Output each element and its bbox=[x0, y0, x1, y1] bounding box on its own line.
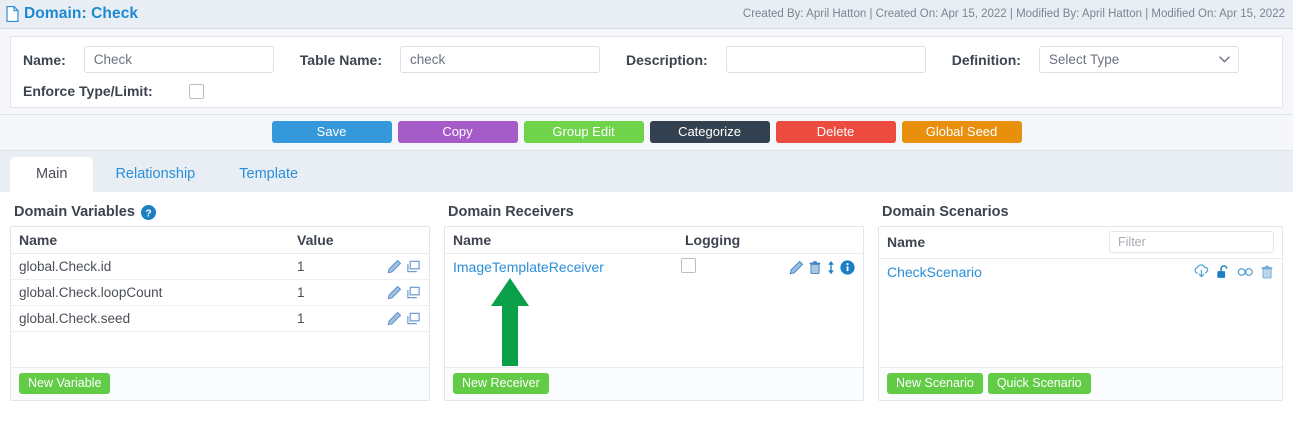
quick-scenario-button[interactable]: Quick Scenario bbox=[987, 373, 1091, 394]
name-label: Name: bbox=[23, 51, 66, 68]
tab-main[interactable]: Main bbox=[10, 157, 94, 192]
form-row-primary: Name: Table Name: Description: Definitio… bbox=[23, 46, 1270, 73]
table-row: ImageTemplateReceiver bbox=[445, 254, 863, 281]
domain-receivers-header: Name Logging bbox=[445, 227, 863, 254]
variables-col-name: Name bbox=[19, 231, 58, 248]
help-circle-icon[interactable]: ? bbox=[140, 204, 156, 220]
variable-name: global.Check.id bbox=[19, 258, 112, 274]
new-variable-button[interactable]: New Variable bbox=[19, 373, 111, 394]
domain-form-card: Name: Table Name: Description: Definitio… bbox=[10, 36, 1283, 108]
variables-col-value: Value bbox=[297, 231, 334, 248]
domain-receivers-body: ImageTemplateReceiver bbox=[445, 254, 863, 367]
domain-receivers-column: Domain Receivers Name Logging ImageTempl… bbox=[444, 201, 864, 401]
table-row: global.Check.id 1 bbox=[11, 254, 429, 280]
domain-scenarios-title-row: Domain Scenarios bbox=[882, 204, 1283, 220]
document-icon bbox=[6, 6, 19, 22]
svg-text:?: ? bbox=[145, 208, 151, 219]
table-name-label: Table Name: bbox=[299, 51, 383, 68]
copy-button[interactable]: Copy bbox=[397, 121, 518, 143]
domain-form-section: Name: Table Name: Description: Definitio… bbox=[0, 29, 1293, 115]
domain-variables-panel: Name Value global.Check.id 1 bbox=[10, 226, 430, 401]
page-title: Domain: Check bbox=[24, 5, 139, 22]
reorder-icon[interactable] bbox=[826, 260, 836, 275]
new-scenario-button[interactable]: New Scenario bbox=[887, 373, 983, 394]
description-input[interactable] bbox=[725, 46, 926, 73]
new-receiver-button[interactable]: New Receiver bbox=[453, 373, 549, 394]
tab-strip: Main Relationship Template bbox=[0, 151, 1293, 193]
domain-scenarios-title: Domain Scenarios bbox=[882, 204, 1009, 220]
trash-icon[interactable] bbox=[1260, 264, 1274, 280]
variable-value: 1 bbox=[297, 258, 305, 274]
domain-scenarios-header: Name bbox=[879, 227, 1282, 259]
name-input[interactable] bbox=[83, 46, 274, 73]
domain-receivers-title-row: Domain Receivers bbox=[448, 204, 864, 220]
domain-variables-header: Name Value bbox=[11, 227, 429, 254]
variable-value: 1 bbox=[297, 310, 305, 326]
infinity-icon[interactable] bbox=[1237, 266, 1254, 278]
trash-icon[interactable] bbox=[808, 260, 822, 275]
variable-value: 1 bbox=[297, 284, 305, 300]
pencil-icon[interactable] bbox=[387, 311, 402, 326]
panels-container: Domain Variables ? Name Value global.Che… bbox=[0, 193, 1293, 401]
global-seed-button[interactable]: Global Seed bbox=[901, 121, 1022, 143]
receiver-logging-cell bbox=[680, 258, 789, 276]
scenarios-col-name: Name bbox=[887, 234, 926, 250]
form-row-enforce: Enforce Type/Limit: bbox=[23, 83, 1270, 99]
domain-scenarios-body: CheckScenario bbox=[879, 259, 1282, 367]
definition-select[interactable]: Select Type bbox=[1038, 46, 1239, 73]
domain-variables-title: Domain Variables bbox=[14, 204, 135, 220]
receiver-logging-checkbox[interactable] bbox=[680, 258, 696, 273]
page-title-group: Domain: Check bbox=[6, 5, 138, 23]
variable-row-actions bbox=[387, 285, 421, 300]
domain-variables-title-row: Domain Variables ? bbox=[14, 204, 430, 220]
description-label: Description: bbox=[626, 51, 708, 68]
table-row: CheckScenario bbox=[879, 259, 1282, 285]
domain-receivers-title: Domain Receivers bbox=[448, 204, 574, 220]
table-row: global.Check.loopCount 1 bbox=[11, 280, 429, 306]
scenario-filter-input[interactable] bbox=[1109, 231, 1274, 253]
clone-icon[interactable] bbox=[406, 259, 421, 274]
clone-icon[interactable] bbox=[406, 285, 421, 300]
scenario-name-link[interactable]: CheckScenario bbox=[887, 263, 982, 280]
page-header: Domain: Check Created By: April Hatton |… bbox=[0, 0, 1293, 29]
scenario-row-actions bbox=[1193, 264, 1274, 280]
domain-variables-footer: New Variable bbox=[11, 367, 429, 400]
tab-relationship[interactable]: Relationship bbox=[115, 166, 196, 182]
enforce-type-limit-checkbox[interactable] bbox=[188, 83, 204, 99]
variable-name: global.Check.loopCount bbox=[19, 284, 163, 300]
definition-label: Definition: bbox=[951, 51, 1021, 68]
action-button-bar: Save Copy Group Edit Categorize Delete G… bbox=[0, 115, 1293, 151]
definition-select-wrap: Select Type bbox=[1038, 46, 1239, 73]
pencil-icon[interactable] bbox=[387, 285, 402, 300]
domain-receivers-footer: New Receiver bbox=[445, 367, 863, 400]
unlock-icon[interactable] bbox=[1216, 264, 1231, 280]
save-button[interactable]: Save bbox=[271, 121, 392, 143]
pencil-icon[interactable] bbox=[789, 260, 804, 275]
receiver-row-actions bbox=[789, 259, 855, 275]
categorize-button[interactable]: Categorize bbox=[649, 121, 770, 143]
enforce-type-limit-label: Enforce Type/Limit: bbox=[23, 83, 153, 99]
receivers-col-logging: Logging bbox=[685, 231, 741, 248]
variable-name: global.Check.seed bbox=[19, 310, 131, 326]
domain-variables-body: global.Check.id 1 bbox=[11, 254, 429, 367]
domain-scenarios-footer: New Scenario Quick Scenario bbox=[879, 367, 1282, 400]
domain-scenarios-column: Domain Scenarios Name CheckScenario bbox=[878, 201, 1283, 401]
table-name-input[interactable] bbox=[400, 46, 601, 73]
variable-row-actions bbox=[387, 259, 421, 274]
receiver-name-link[interactable]: ImageTemplateReceiver bbox=[453, 259, 604, 275]
audit-meta: Created By: April Hatton | Created On: A… bbox=[742, 8, 1285, 20]
domain-variables-column: Domain Variables ? Name Value global.Che… bbox=[10, 201, 430, 401]
pencil-icon[interactable] bbox=[387, 259, 402, 274]
group-edit-button[interactable]: Group Edit bbox=[523, 121, 644, 143]
variable-row-actions bbox=[387, 311, 421, 326]
cloud-download-icon[interactable] bbox=[1193, 264, 1210, 279]
info-icon[interactable] bbox=[840, 259, 855, 275]
receivers-col-name: Name bbox=[453, 231, 492, 248]
clone-icon[interactable] bbox=[406, 311, 421, 326]
table-row: global.Check.seed 1 bbox=[11, 306, 429, 332]
domain-receivers-panel: Name Logging ImageTemplateReceiver bbox=[444, 226, 864, 401]
delete-button[interactable]: Delete bbox=[775, 121, 896, 143]
domain-scenarios-panel: Name CheckScenario bbox=[878, 226, 1283, 401]
tab-template[interactable]: Template bbox=[239, 166, 299, 182]
